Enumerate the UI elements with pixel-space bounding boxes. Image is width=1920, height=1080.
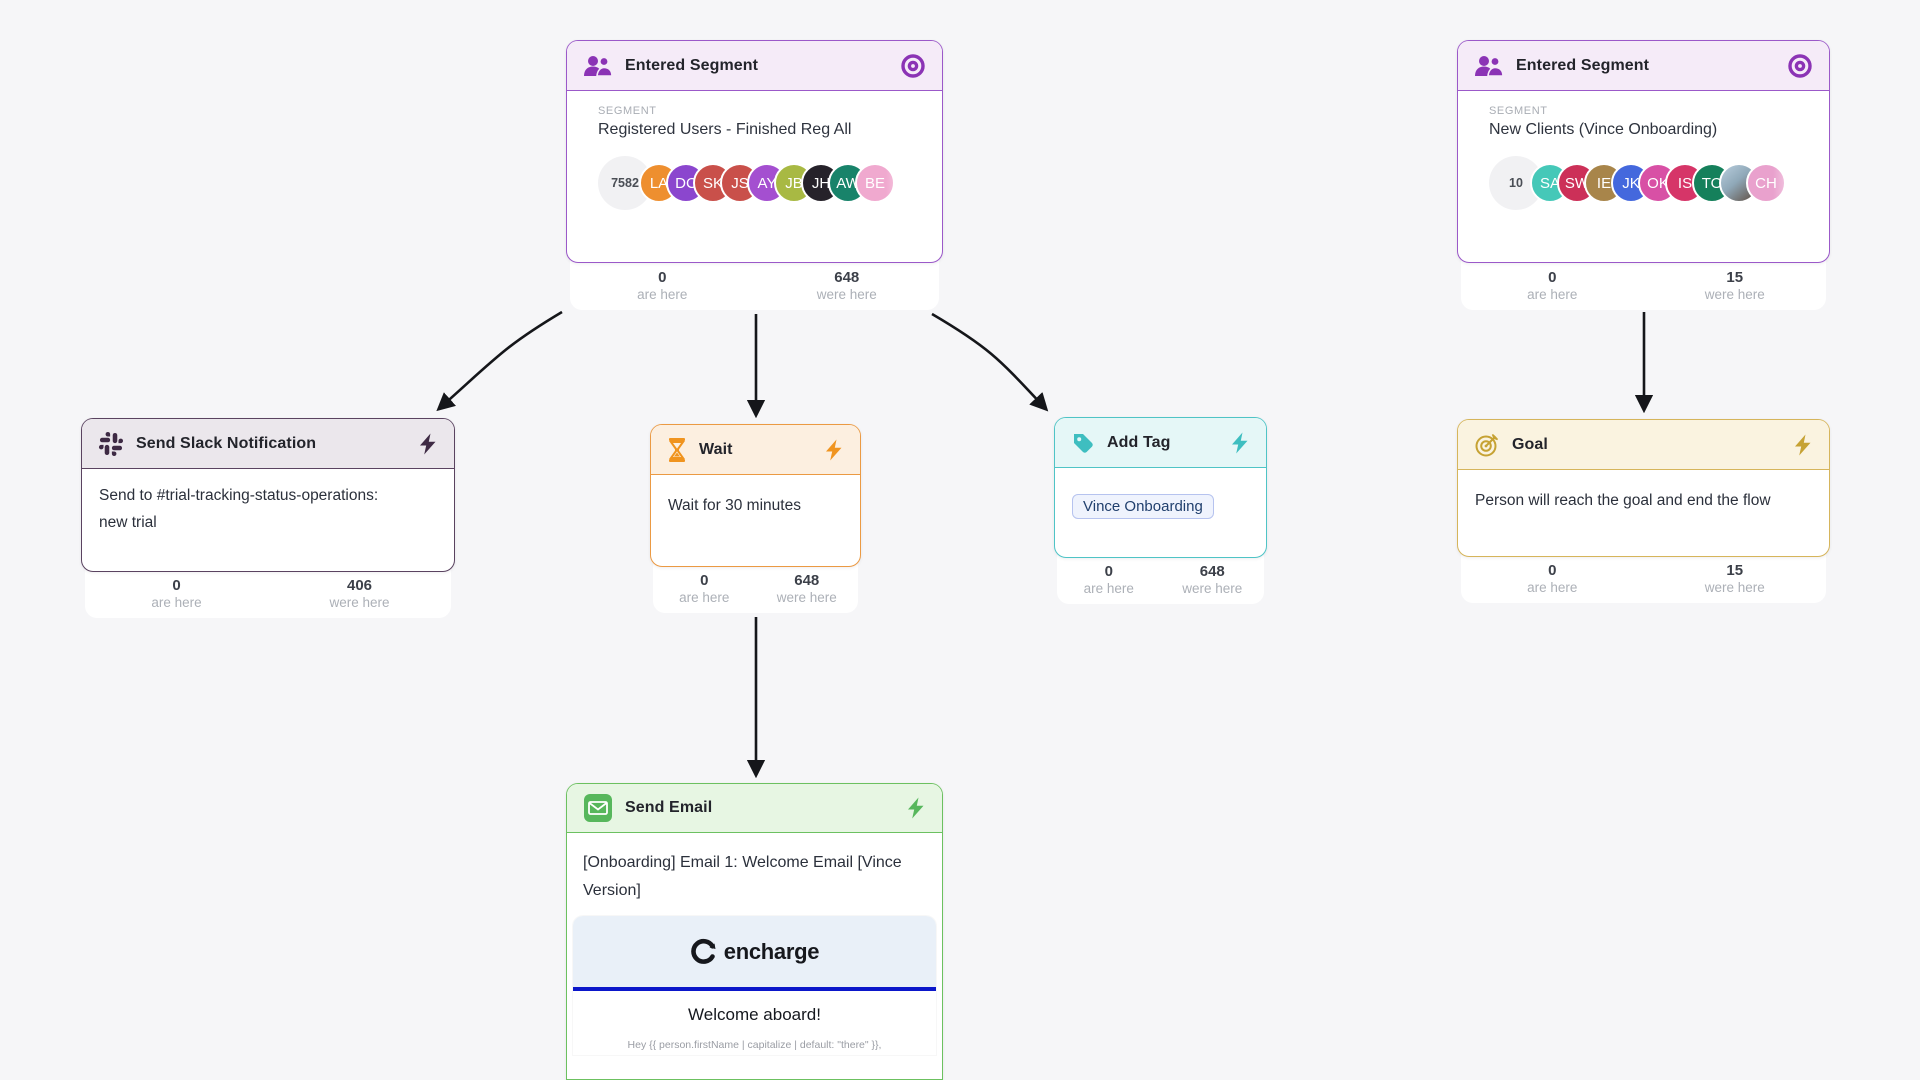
segment-name: New Clients (Vince Onboarding) <box>1489 121 1718 138</box>
lightning-bolt-icon <box>906 797 926 819</box>
segment-kicker: SEGMENT <box>1489 105 1548 117</box>
encharge-logo-icon <box>690 938 717 965</box>
stat-value: 0 <box>1548 269 1557 286</box>
people-icon <box>1474 55 1504 77</box>
stat-label: are here <box>1083 581 1134 596</box>
stat-label: are here <box>1527 287 1578 302</box>
slack-message: Send to #trial-tracking-status-operation… <box>99 487 379 531</box>
email-subject: [Onboarding] Email 1: Welcome Email [Vin… <box>583 854 902 899</box>
node-wait[interactable]: Wait Wait for 30 minutes <box>650 424 861 567</box>
slack-icon <box>98 431 124 457</box>
stat-value: 0 <box>172 577 181 594</box>
node-send-slack-notification[interactable]: Send Slack Notification Send to #trial-t… <box>81 418 455 572</box>
email-heading: Welcome aboard! <box>688 1005 821 1024</box>
email-envelope-icon <box>583 793 613 823</box>
goal-description: Person will reach the goal and end the f… <box>1475 492 1771 509</box>
segment-name: Registered Users - Finished Reg All <box>598 121 852 138</box>
edge-segment1-addtag <box>931 312 1049 412</box>
tag-chip[interactable]: Vince Onboarding <box>1072 494 1214 519</box>
lightning-bolt-icon <box>1793 434 1813 456</box>
stat-label: were here <box>1704 287 1765 302</box>
stat-value: 406 <box>346 577 373 594</box>
node-title: Entered Segment <box>1516 56 1650 74</box>
node-title: Send Slack Notification <box>136 434 317 452</box>
stat-value: 15 <box>1726 562 1744 579</box>
stat-label: are here <box>679 590 730 605</box>
stat-value: 648 <box>834 269 860 286</box>
segment-kicker: SEGMENT <box>598 105 657 117</box>
node-entered-segment-2[interactable]: Entered Segment SEGMENT New Clients (Vin… <box>1457 40 1830 263</box>
stat-label: were here <box>329 595 390 610</box>
hourglass-icon <box>667 437 687 462</box>
stat-value: 648 <box>1199 563 1225 580</box>
email-preview[interactable]: encharge Welcome aboard! Hey {{ person.f… <box>573 916 936 1055</box>
stat-value: 0 <box>1104 563 1113 580</box>
stat-label: were here <box>776 590 837 605</box>
node-title: Send Email <box>625 799 713 816</box>
bullseye-icon[interactable] <box>900 53 926 79</box>
node-title: Wait <box>699 440 733 458</box>
stat-value: 0 <box>1548 562 1557 579</box>
stat-label: are here <box>637 287 688 302</box>
stat-value: 0 <box>700 572 709 589</box>
people-icon <box>583 55 613 77</box>
node-send-email[interactable]: Send Email [Onboarding] Email 1: Welcome… <box>566 783 943 1080</box>
stat-label: were here <box>1182 581 1243 596</box>
avatar: AW <box>828 163 868 203</box>
lightning-bolt-icon <box>824 439 844 461</box>
stat-label: are here <box>1527 580 1578 595</box>
email-divider <box>573 987 936 991</box>
tag-icon <box>1071 431 1095 455</box>
lightning-bolt-icon <box>1230 432 1250 454</box>
avatar-row-fade <box>886 152 932 214</box>
stat-value: 0 <box>658 269 667 286</box>
stat-label: were here <box>816 287 877 302</box>
stat-value: 15 <box>1726 269 1744 286</box>
bullseye-icon[interactable] <box>1787 53 1813 79</box>
avatar-row-fade <box>1773 152 1819 214</box>
node-goal[interactable]: Goal Person will reach the goal and end … <box>1457 419 1830 557</box>
node-title: Add Tag <box>1107 433 1171 451</box>
node-add-tag[interactable]: Add Tag Vince Onboarding <box>1054 417 1267 558</box>
email-preview-banner: encharge <box>573 916 936 987</box>
node-title: Entered Segment <box>625 56 759 74</box>
edge-segment1-slack <box>436 310 563 412</box>
node-title: Goal <box>1512 435 1548 453</box>
lightning-bolt-icon <box>418 433 438 455</box>
email-fine-print: Hey {{ person.firstName | capitalize | d… <box>627 1039 882 1051</box>
stat-value: 648 <box>794 572 820 589</box>
goal-target-icon <box>1474 432 1500 458</box>
node-entered-segment-1[interactable]: Entered Segment SEGMENT Registered Users… <box>566 40 943 263</box>
stat-label: were here <box>1704 580 1765 595</box>
stat-label: are here <box>151 595 202 610</box>
encharge-logo-text: encharge <box>723 938 820 964</box>
wait-description: Wait for 30 minutes <box>668 497 801 514</box>
